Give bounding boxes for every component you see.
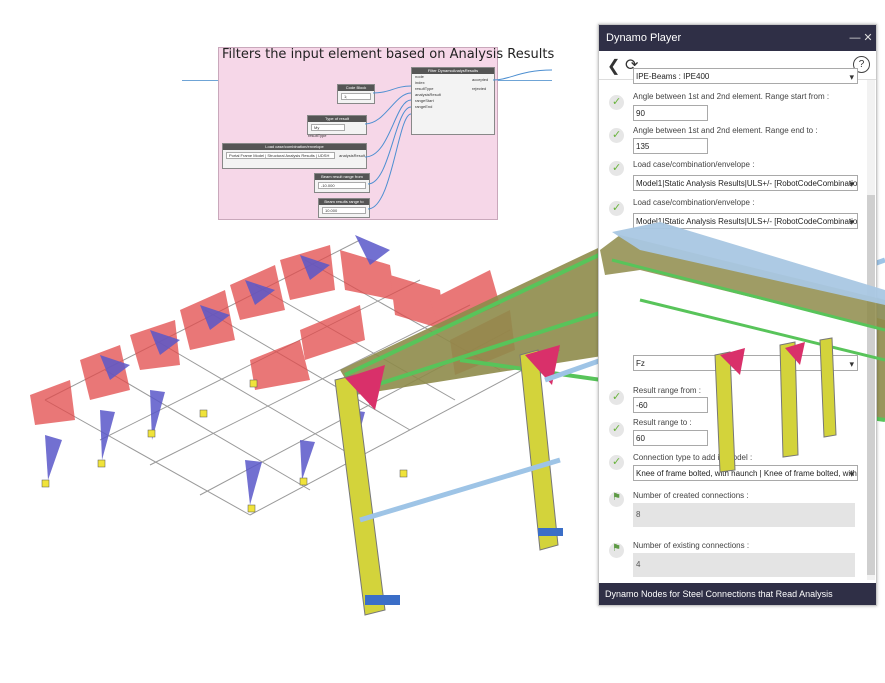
filter-port-analysis-result[interactable]: analysisResult	[415, 92, 441, 97]
connection-type-label: Connection type to add in model :	[633, 453, 753, 462]
existing-connections-value: 4	[633, 553, 855, 577]
load-case-title: Load case/combination/envelope	[223, 144, 366, 150]
load-case-port[interactable]: analysisResult	[339, 153, 365, 158]
player-footer: Dynamo Nodes for Steel Connections that …	[599, 583, 876, 621]
type-of-result-node[interactable]: Type of result My resultType	[307, 115, 367, 138]
created-connections-value: 8	[633, 503, 855, 527]
check-icon	[609, 390, 624, 405]
close-button[interactable]: ✕	[863, 32, 873, 44]
range-to-title: Beam results range to	[319, 199, 369, 205]
load-case-1-dropdown[interactable]: Model1|Static Analysis Results|ULS+/- [R…	[633, 175, 858, 191]
check-icon	[609, 455, 624, 470]
minimize-button[interactable]: —	[849, 32, 861, 44]
type-of-result-port[interactable]: resultType	[308, 133, 327, 138]
help-icon[interactable]: ?	[853, 56, 870, 73]
range-from-input[interactable]: -60	[633, 397, 708, 413]
code-block-title: Code Block	[338, 85, 374, 91]
range-from-label: Result range from :	[633, 386, 702, 395]
code-block-value[interactable]: 1;	[341, 93, 371, 100]
player-title: Dynamo Player	[606, 32, 682, 44]
filter-port-result-type[interactable]: resultType	[415, 86, 434, 91]
moment-diagrams-red	[30, 245, 515, 425]
check-icon	[609, 128, 624, 143]
filter-out-accepted[interactable]: accepted	[472, 77, 489, 82]
check-icon	[609, 201, 624, 216]
angle-end-input[interactable]: 135	[633, 138, 708, 154]
result-type-dropdown[interactable]: Fz	[633, 355, 858, 371]
filter-port-range-start[interactable]: rangeStart	[415, 98, 434, 103]
graph-group-title: Filters the input element based on Analy…	[222, 47, 555, 62]
check-icon	[609, 161, 624, 176]
check-icon	[609, 422, 624, 437]
check-icon	[609, 95, 624, 110]
range-to-node[interactable]: Beam results range to 10.000	[318, 198, 370, 218]
range-to-label: Result range to :	[633, 418, 692, 427]
filter-results-node[interactable]: Filter DynamoAnalysResults node index re…	[411, 67, 495, 135]
connection-type-dropdown[interactable]: Knee of frame bolted, with haunch | Knee…	[633, 465, 858, 481]
moment-diagrams-blue	[45, 235, 390, 505]
player-titlebar: Dynamo Player — ✕	[599, 25, 876, 51]
filter-out-rejected[interactable]: rejected	[472, 86, 487, 91]
load-case-node[interactable]: Load case/combination/envelope Portal Fr…	[222, 143, 367, 169]
range-from-node[interactable]: Beam result range from -10.000	[314, 173, 370, 193]
angle-start-label: Angle between 1st and 2nd element. Range…	[633, 92, 830, 101]
existing-connections-label: Number of existing connections :	[633, 541, 750, 550]
type-of-result-value[interactable]: My	[311, 124, 345, 131]
range-from-title: Beam result range from	[315, 174, 369, 180]
angle-start-input[interactable]: 90	[633, 105, 708, 121]
created-connections-label: Number of created connections :	[633, 491, 749, 500]
filter-port-range-end[interactable]: rangeEnd	[415, 104, 433, 109]
load-case-1-label: Load case/combination/envelope :	[633, 160, 755, 169]
code-block-node[interactable]: Code Block 1;	[337, 84, 375, 104]
load-case-value[interactable]: Portal Frame Model | Structural Analysis…	[226, 152, 335, 159]
scrollbar-thumb[interactable]	[867, 195, 875, 575]
load-case-2-dropdown[interactable]: Model1|Static Analysis Results|ULS+/- [R…	[633, 213, 858, 229]
range-from-value[interactable]: -10.000	[318, 182, 366, 189]
type-of-result-title: Type of result	[308, 116, 366, 122]
dynamo-player-window: Dynamo Player — ✕ ❮ ⟳ ? IPE-Beams : IPE4…	[598, 24, 877, 621]
filter-node-title: Filter DynamoAnalysResults	[412, 68, 494, 74]
range-to-input[interactable]: 60	[633, 430, 708, 446]
output-flag-icon	[609, 492, 624, 507]
back-arrow-icon[interactable]: ❮	[607, 58, 621, 75]
range-to-value[interactable]: 10.000	[322, 207, 366, 214]
angle-end-label: Angle between 1st and 2nd element. Range…	[633, 126, 818, 135]
filter-port-node[interactable]: node	[415, 74, 424, 79]
element-type-dropdown[interactable]: IPE-Beams : IPE400	[633, 68, 858, 84]
filter-port-index[interactable]: index	[415, 80, 425, 85]
output-flag-icon	[609, 543, 624, 558]
load-case-2-label: Load case/combination/envelope :	[633, 198, 755, 207]
